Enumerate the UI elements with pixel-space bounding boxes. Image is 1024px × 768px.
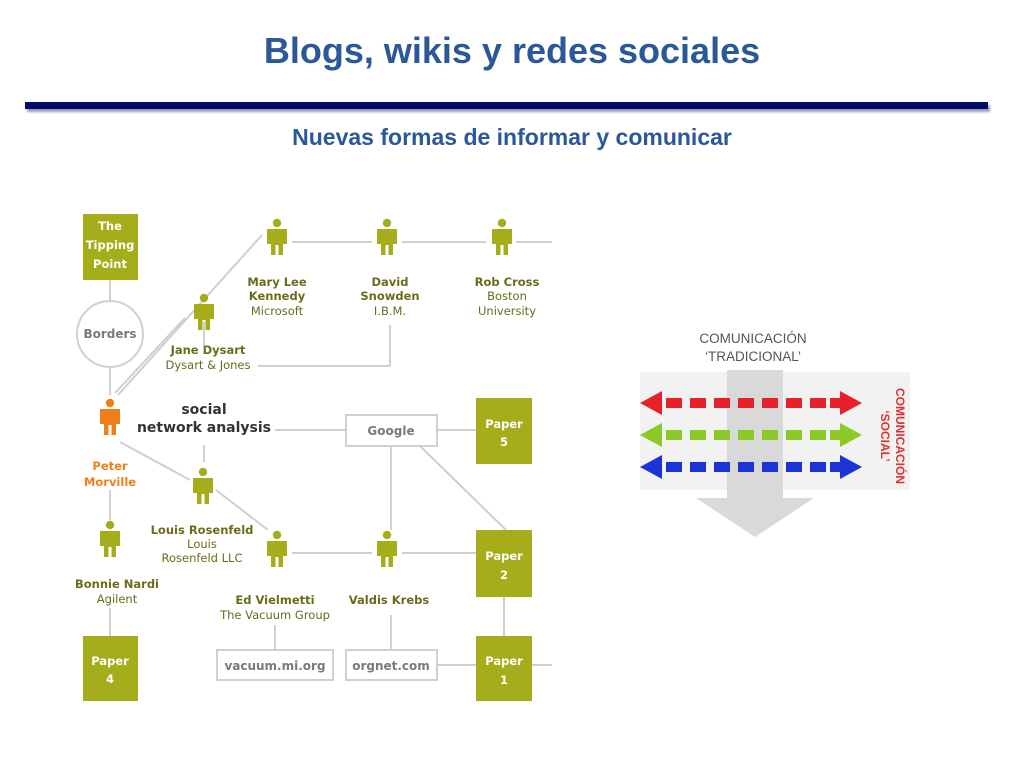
orgnet-site-node: orgnet.com [345, 649, 438, 681]
svg-text:COMUNICACIÓN: COMUNICACIÓN [699, 331, 806, 346]
svg-text:‘TRADICIONAL’: ‘TRADICIONAL’ [705, 349, 801, 364]
svg-text:Paper: Paper [485, 417, 523, 431]
paper-4-box: Paper 4 [83, 636, 138, 701]
svg-text:Paper: Paper [485, 654, 523, 668]
svg-text:Boston: Boston [487, 289, 527, 303]
traditional-down-arrow [696, 370, 814, 537]
vacuum-site-node: vacuum.mi.org [216, 649, 334, 681]
svg-text:Louis Rosenfeld: Louis Rosenfeld [151, 523, 254, 537]
svg-text:Louis: Louis [187, 537, 217, 551]
title-divider [25, 102, 988, 109]
person-jane-dysart: Jane Dysart Dysart & Jones [166, 293, 251, 372]
svg-text:4: 4 [106, 672, 114, 686]
svg-text:Ed Vielmetti: Ed Vielmetti [235, 593, 314, 607]
slide-title: Blogs, wikis y redes sociales [263, 30, 761, 71]
red-arrow [640, 391, 862, 415]
paper-2-box: Paper 2 [476, 530, 532, 597]
person-icon [492, 218, 512, 255]
svg-text:Mary Lee: Mary Lee [247, 275, 307, 289]
person-mary-lee-kennedy: Mary Lee Kennedy Microsoft [247, 218, 307, 318]
slide-subtitle: Nuevas formas de informar y comunicar [292, 124, 732, 150]
svg-text:‘SOCIAL’: ‘SOCIAL’ [878, 410, 892, 461]
person-louis-rosenfeld: Louis Rosenfeld Louis Rosenfeld LLC [151, 467, 254, 565]
person-peter-morville: Peter Morville [84, 398, 136, 489]
svg-text:Paper: Paper [485, 549, 523, 563]
borders-node: Borders [76, 300, 144, 368]
svg-text:vacuum.mi.org: vacuum.mi.org [224, 659, 325, 673]
svg-text:COMUNICACIÓN: COMUNICACIÓN [893, 388, 908, 484]
person-valdis-krebs: Valdis Krebs [349, 530, 430, 607]
svg-text:social: social [181, 402, 226, 418]
person-icon [267, 530, 287, 567]
svg-text:Dysart & Jones: Dysart & Jones [166, 358, 251, 372]
svg-text:Snowden: Snowden [360, 289, 419, 303]
svg-text:Peter: Peter [92, 459, 128, 473]
paper-1-box: Paper 1 [476, 636, 532, 701]
person-icon [377, 218, 397, 255]
google-node: Google [345, 414, 438, 447]
svg-text:Paper: Paper [91, 654, 129, 668]
svg-text:Bonnie Nardi: Bonnie Nardi [75, 577, 159, 591]
svg-text:The: The [98, 219, 122, 233]
person-icon [193, 467, 213, 504]
svg-text:Jane Dysart: Jane Dysart [170, 343, 246, 357]
paper-5-box: Paper 5 [476, 398, 532, 464]
person-icon [377, 530, 397, 567]
person-icon [100, 398, 120, 435]
svg-text:2: 2 [500, 568, 508, 582]
person-ed-vielmetti: Ed Vielmetti The Vacuum Group [219, 530, 330, 622]
svg-text:Kennedy: Kennedy [249, 289, 306, 303]
svg-text:5: 5 [500, 435, 508, 449]
blue-arrow [640, 455, 862, 479]
svg-text:1: 1 [500, 673, 508, 687]
svg-text:Morville: Morville [84, 475, 136, 489]
svg-text:Borders: Borders [83, 327, 136, 341]
person-rob-cross: Rob Cross Boston University [475, 218, 540, 318]
green-arrow [640, 423, 862, 447]
svg-text:Valdis Krebs: Valdis Krebs [349, 593, 430, 607]
svg-text:Point: Point [93, 257, 127, 271]
svg-text:orgnet.com: orgnet.com [352, 659, 430, 673]
svg-text:Agilent: Agilent [97, 592, 138, 606]
svg-text:Google: Google [367, 424, 414, 438]
svg-text:David: David [372, 275, 409, 289]
svg-text:University: University [478, 304, 536, 318]
svg-text:I.B.M.: I.B.M. [374, 304, 406, 318]
svg-text:Microsoft: Microsoft [251, 304, 304, 318]
person-david-snowden: David Snowden I.B.M. [360, 218, 420, 318]
svg-text:network analysis: network analysis [137, 420, 271, 436]
svg-text:Rosenfeld LLC: Rosenfeld LLC [162, 551, 243, 565]
communication-graphic: COMUNICACIÓN ‘TRADICIONAL’ [640, 331, 910, 537]
person-icon [267, 218, 287, 255]
social-network-analysis-label: social network analysis [137, 402, 271, 436]
network-links [109, 234, 552, 666]
svg-text:The Vacuum Group: The Vacuum Group [219, 608, 330, 622]
svg-text:Tipping: Tipping [86, 238, 135, 252]
person-icon [100, 520, 120, 557]
person-bonnie-nardi: Bonnie Nardi Agilent [75, 520, 159, 606]
tipping-point-box: The Tipping Point [83, 214, 138, 280]
svg-text:Rob Cross: Rob Cross [475, 275, 540, 289]
